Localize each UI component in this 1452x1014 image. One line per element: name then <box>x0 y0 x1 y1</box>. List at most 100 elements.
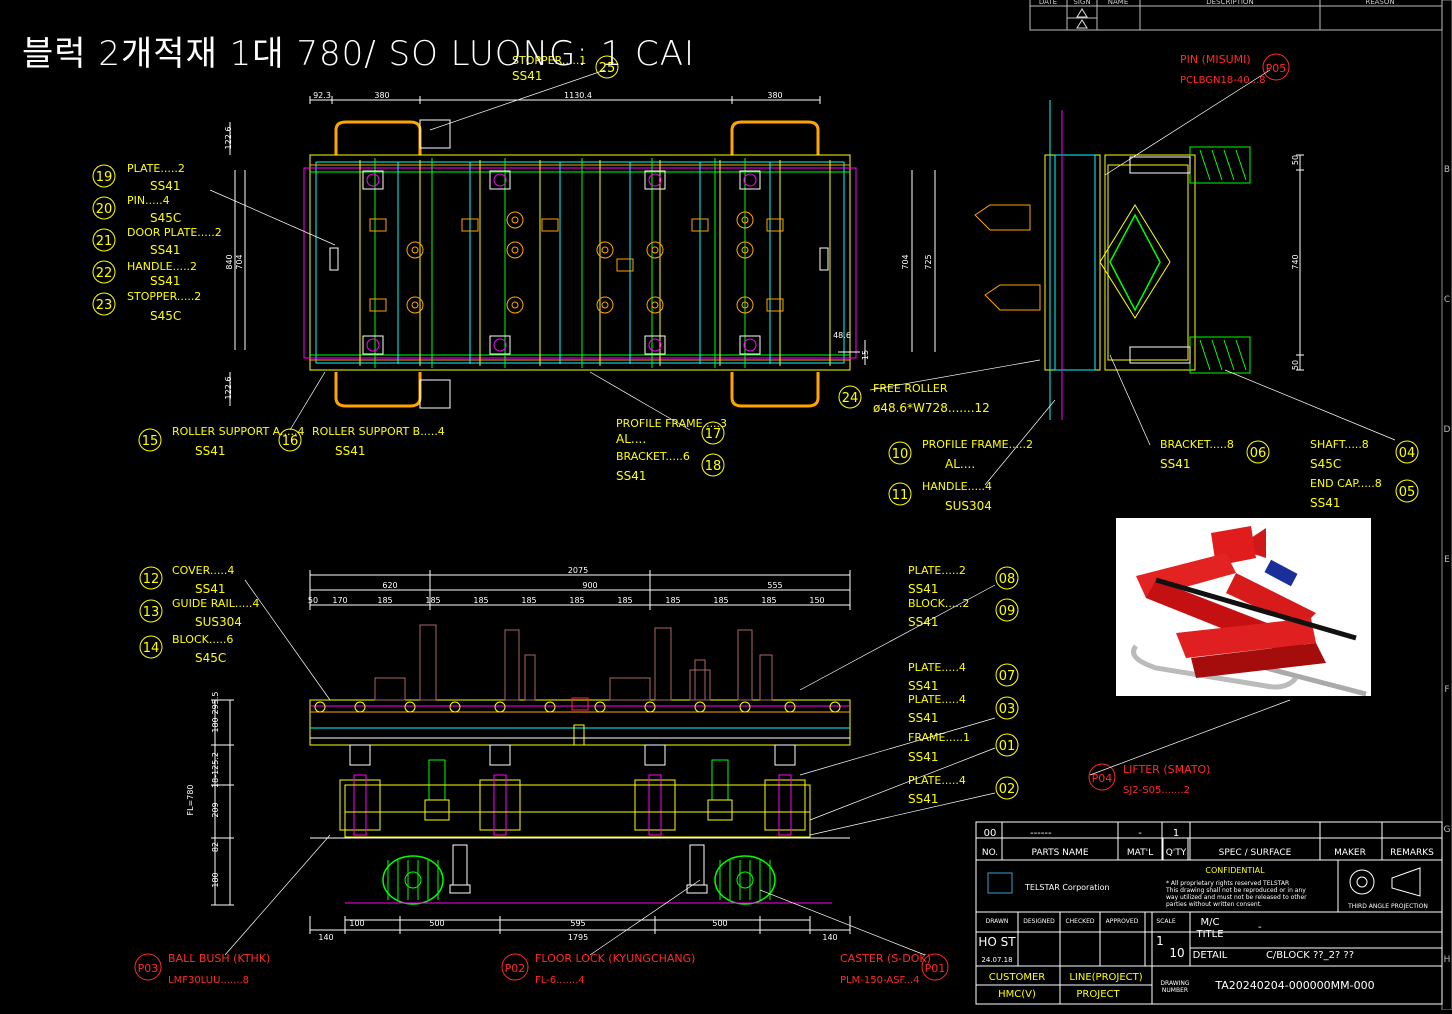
shaft <box>1129 156 1191 174</box>
callout-material: SS41 <box>195 582 226 596</box>
callout-label: PLATE.....4 <box>908 693 966 706</box>
roller-icon <box>648 173 662 187</box>
caster-hub <box>404 871 422 889</box>
balloon-15 <box>138 428 162 452</box>
roller-icon <box>743 338 757 352</box>
callout-material: S45C <box>195 651 226 665</box>
block-silhouette <box>759 654 773 701</box>
confidential-note: This drawing shall not be reproduced or … <box>1165 887 1306 894</box>
callout-material: SS41 <box>195 444 226 458</box>
balloon-07 <box>995 663 1019 687</box>
dimension-text: 500 <box>429 919 444 928</box>
callout-material: LMF30LUU.......8 <box>168 975 249 986</box>
callout-material: SS41 <box>616 469 647 483</box>
guide-roller <box>594 701 606 713</box>
dimension-text: 900 <box>582 581 597 590</box>
dimension-text: 704 <box>901 254 910 269</box>
leader-line <box>809 747 996 821</box>
balloon-09 <box>995 598 1019 622</box>
confidential-note: way utilized and must not be released to… <box>1166 894 1307 901</box>
roller-gear <box>506 211 524 229</box>
dimension-text: 725 <box>924 254 933 269</box>
parts-list-header: Q'TY <box>1166 848 1187 858</box>
guide-roller <box>404 701 416 713</box>
roller-gear <box>406 241 424 259</box>
callout-label: SHAFT.....8 <box>1310 438 1369 451</box>
balloon-number: 09 <box>999 604 1016 619</box>
callout-label: PLATE.....4 <box>908 774 966 787</box>
bracket-block <box>691 218 709 232</box>
roller-support <box>644 170 666 190</box>
parts-list-header: SPEC / SURFACE <box>1219 848 1292 858</box>
callout-material: SS41 <box>150 243 181 257</box>
third-angle-cone-icon <box>1391 867 1421 897</box>
floor-lock-foot <box>449 884 471 894</box>
callout-material: SS41 <box>908 711 939 725</box>
callout-material: SJ2-S05.......2 <box>1123 785 1190 796</box>
leader-line <box>984 399 1056 486</box>
leader-line <box>289 371 326 431</box>
leader-line <box>1104 69 1271 176</box>
balloon-number: 16 <box>282 434 299 449</box>
leg-shaft <box>353 774 367 836</box>
leader-line <box>589 879 701 956</box>
dimension-text: 92.3 <box>313 91 331 100</box>
balloon-P01 <box>921 953 949 981</box>
border-strip <box>1441 0 1452 1011</box>
revision-header: NAME <box>1108 0 1129 6</box>
callout-material: PCLBGN18-40...8 <box>1180 75 1265 86</box>
roller-support <box>739 335 761 355</box>
leader-line <box>589 371 691 431</box>
revision-header: REASON <box>1365 0 1394 6</box>
dimension-text: 380 <box>767 91 782 100</box>
leader-line <box>1109 354 1151 446</box>
balloon-number: P03 <box>138 962 159 975</box>
callout-label: PIN.....4 <box>127 194 170 207</box>
drawn-label: DRAWN <box>986 918 1009 925</box>
balloon-08 <box>995 566 1019 590</box>
dimension-text: 140 <box>318 933 333 942</box>
leader-line <box>209 189 336 246</box>
confidential-note: parties without written consent. <box>1166 901 1262 908</box>
roller-support <box>362 335 384 355</box>
dimension-text: 1130.4 <box>564 91 592 100</box>
center-pin <box>573 724 585 746</box>
dimension-text: 48.6 <box>833 331 851 340</box>
callout-label: PROFILE FRAME.....2 <box>922 438 1033 451</box>
dimension-text: 595 <box>570 919 585 928</box>
bracket-block <box>541 218 559 232</box>
roller-gear <box>736 211 754 229</box>
leader-line <box>224 834 331 956</box>
balloon-number: 22 <box>96 266 113 281</box>
dimension-text: 15 <box>861 350 870 360</box>
balloon-number: 03 <box>999 702 1016 717</box>
designed-label: DESIGNED <box>1023 918 1055 925</box>
dimension-text: 185 <box>521 596 536 605</box>
dimension-text: FL=780 <box>186 784 195 815</box>
side-view-plate <box>1044 154 1101 371</box>
handle-side-lower <box>984 284 1041 311</box>
balloon-23 <box>92 292 116 316</box>
dimension-text: 150 <box>809 596 824 605</box>
top-view-rail <box>303 167 857 359</box>
scale-denominator: 10 <box>1169 946 1184 960</box>
floor-lock <box>452 844 468 886</box>
side-view-body <box>1104 154 1196 371</box>
side-view-inner <box>1107 164 1189 361</box>
door-plate-pin-right <box>819 247 829 271</box>
side-view-frame <box>1054 154 1096 371</box>
roller-gear <box>646 296 664 314</box>
guide-roller <box>739 701 751 713</box>
callout-label: FRAME.....1 <box>908 731 970 744</box>
leader-line <box>869 359 1041 391</box>
balloon-number: 05 <box>1399 485 1416 500</box>
callout-material: SS41 <box>908 582 939 596</box>
balloon-number: 08 <box>999 572 1016 587</box>
revision-triangle-icon <box>1076 19 1088 29</box>
drawing-line <box>1223 339 1235 371</box>
leader-line <box>1224 369 1396 441</box>
guide-roller <box>829 701 841 713</box>
callout-material: SS41 <box>335 444 366 458</box>
callout-material: FL-6.......4 <box>535 975 585 986</box>
